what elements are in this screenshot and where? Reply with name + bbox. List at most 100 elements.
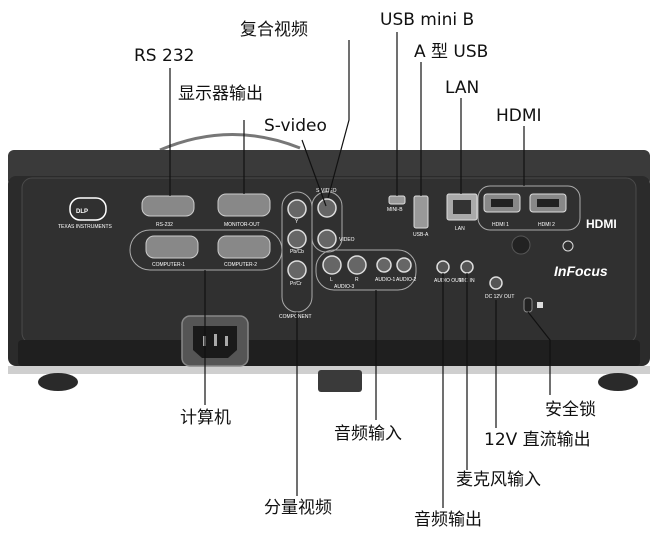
callout-dc-12v-out: 12V 直流输出: [484, 430, 591, 450]
computer-1-port[interactable]: COMPUTER-1: [145, 235, 199, 268]
callout-s-video: S-video: [264, 116, 327, 136]
computer-2-panel-label: COMPUTER-2: [224, 262, 257, 268]
lan-socket: [453, 200, 471, 214]
component-pb-connector[interactable]: [287, 229, 307, 249]
computer-1-panel-label: COMPUTER-1: [152, 262, 185, 268]
leader-security-lock: [527, 311, 551, 395]
brand-logo: InFocus: [554, 263, 608, 279]
ir-receiver: [511, 235, 531, 255]
audio-l-jack[interactable]: L: [322, 255, 342, 283]
s-video-connector[interactable]: [317, 198, 337, 218]
callout-usb-mini-b: USB mini B: [380, 10, 475, 30]
audio-l-connector[interactable]: [322, 255, 342, 275]
audio-1-connector[interactable]: [376, 257, 392, 273]
component-pb-label: Pb/Cb: [290, 249, 304, 255]
monitor-out-panel-label: MONITOR-OUT: [224, 222, 260, 228]
leader-composite-video: [327, 40, 350, 199]
audio-1-label: AUDIO-1: [375, 277, 396, 283]
usb-mini-b-panel-label: MINI-B: [387, 207, 403, 213]
dlp-text: DLP: [76, 209, 88, 215]
monitor-out-port[interactable]: MONITOR-OUT: [217, 193, 271, 228]
hdmi-1-port[interactable]: HDMI 1: [483, 193, 521, 228]
audio-in-group-outline: [315, 249, 417, 291]
s-video-port[interactable]: S-VIDEO: [316, 188, 337, 218]
hdmi-group-outline: [477, 185, 581, 231]
computer-2-port[interactable]: COMPUTER-2: [217, 235, 271, 268]
hdmi-2-panel-label: HDMI 2: [538, 222, 555, 228]
s-video-panel-label: S-VIDEO: [316, 188, 337, 194]
hdmi-2-port[interactable]: HDMI 2: [529, 193, 567, 228]
usb-mini-b-connector[interactable]: [388, 195, 406, 205]
callout-rs232: RS 232: [134, 46, 195, 66]
computer-1-connector[interactable]: [145, 235, 199, 259]
rs232-connector[interactable]: [141, 195, 195, 217]
bottom-rim: [18, 340, 640, 366]
lock-slot[interactable]: [523, 297, 533, 313]
leader-lines: [169, 32, 551, 508]
monitor-out-connector[interactable]: [217, 193, 271, 217]
dc-out-panel-label: DC 12V OUT: [485, 294, 514, 300]
computer-2-connector[interactable]: [217, 235, 271, 259]
component-pr-jack[interactable]: Pr/Cr: [287, 260, 307, 287]
center-foot: [318, 370, 362, 392]
top-handle: [159, 133, 301, 152]
right-foot: [598, 373, 638, 391]
mic-in-connector[interactable]: [460, 260, 474, 274]
audio-3-label: AUDIO-3: [334, 284, 355, 290]
callout-computer: 计算机: [180, 408, 231, 428]
dlp-logo: DLP TEXAS INSTRUMENTS: [58, 197, 113, 230]
component-pr-label: Pr/Cr: [290, 281, 302, 287]
power-pin-center: [214, 334, 217, 346]
usb-a-panel-label: USB-A: [413, 232, 429, 238]
callout-hdmi: HDMI: [496, 106, 542, 126]
dc-out-jack[interactable]: DC 12V OUT: [485, 276, 514, 300]
audio-r-connector[interactable]: [347, 255, 367, 275]
audio-2-connector[interactable]: [396, 257, 412, 273]
audio-2-jack[interactable]: AUDIO-2: [396, 257, 417, 283]
dc-out-connector[interactable]: [489, 276, 503, 290]
indicator-ring: [562, 240, 574, 252]
callout-component-video: 分量视频: [264, 498, 332, 518]
audio-1-jack[interactable]: AUDIO-1: [375, 257, 396, 283]
video-group-outline: [311, 191, 343, 253]
lan-port[interactable]: LAN: [446, 193, 478, 232]
component-pb-jack[interactable]: Pb/Cb: [287, 229, 307, 255]
callout-security-lock: 安全锁: [545, 400, 596, 420]
usb-a-connector[interactable]: [413, 195, 429, 229]
audio-out-connector[interactable]: [436, 260, 450, 274]
hdmi-2-socket: [537, 199, 559, 207]
video-panel-label: VIDEO: [339, 237, 355, 243]
callout-audio-out: 音频输出: [414, 510, 482, 530]
audio-r-jack[interactable]: R: [347, 255, 367, 283]
hdmi-1-panel-label: HDMI 1: [492, 222, 509, 228]
component-pr-connector[interactable]: [287, 260, 307, 280]
callout-usb-a: A 型 USB: [414, 42, 489, 62]
component-panel-label: COMPONENT: [279, 314, 312, 320]
audio-l-label: L: [330, 277, 333, 283]
usb-a-port[interactable]: USB-A: [413, 195, 429, 238]
callout-monitor-out: 显示器输出: [178, 84, 263, 104]
hdmi-logo: HDMI: [586, 217, 617, 231]
audio-2-label: AUDIO-2: [396, 277, 417, 283]
video-connector[interactable]: [317, 229, 337, 249]
component-y-connector[interactable]: [287, 199, 307, 219]
component-y-jack[interactable]: Y: [287, 199, 307, 225]
callout-composite-video: 复合视频: [240, 20, 308, 40]
dlp-badge: [69, 197, 107, 221]
video-jack[interactable]: VIDEO: [317, 229, 355, 249]
ti-text: TEXAS INSTRUMENTS: [58, 224, 113, 230]
lan-panel-label: LAN: [455, 226, 465, 232]
power-inlet[interactable]: [181, 315, 249, 367]
power-pin-right: [225, 336, 228, 346]
audio-out-panel-label: AUDIO OUT: [434, 278, 462, 284]
component-y-label: Y: [295, 219, 299, 225]
audio-r-label: R: [355, 277, 359, 283]
rs232-port[interactable]: RS-232: [141, 195, 195, 228]
rs232-panel-label: RS-232: [156, 222, 173, 228]
lock-icon: [537, 302, 543, 308]
left-foot: [38, 373, 78, 391]
leader-s-video: [301, 139, 327, 207]
callout-audio-in: 音频输入: [334, 424, 402, 444]
